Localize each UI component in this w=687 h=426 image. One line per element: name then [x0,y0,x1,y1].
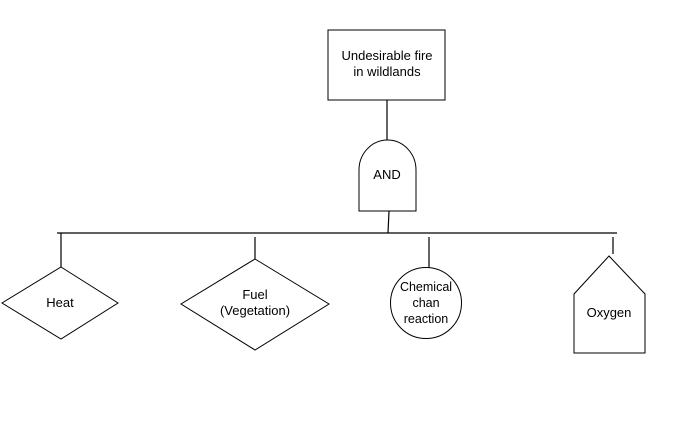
and-gate [358,139,417,212]
heat-diamond [1,266,119,340]
oxygen-label: Oxygen [586,305,632,320]
fuel-label: Fuel (Vegetation) [219,287,291,318]
connector-gate-to-bus [387,210,390,234]
fuel-diamond [180,258,330,351]
oxygen-house [573,255,646,354]
chemical-reaction-circle [390,267,462,339]
top-event-label: Undesirable fire in wildlands [341,48,433,79]
heat-label: Heat [46,295,74,310]
top-event-box [327,29,446,101]
chemical-label: Chemical chan reaction [399,280,453,326]
gate-label: AND [373,167,401,182]
